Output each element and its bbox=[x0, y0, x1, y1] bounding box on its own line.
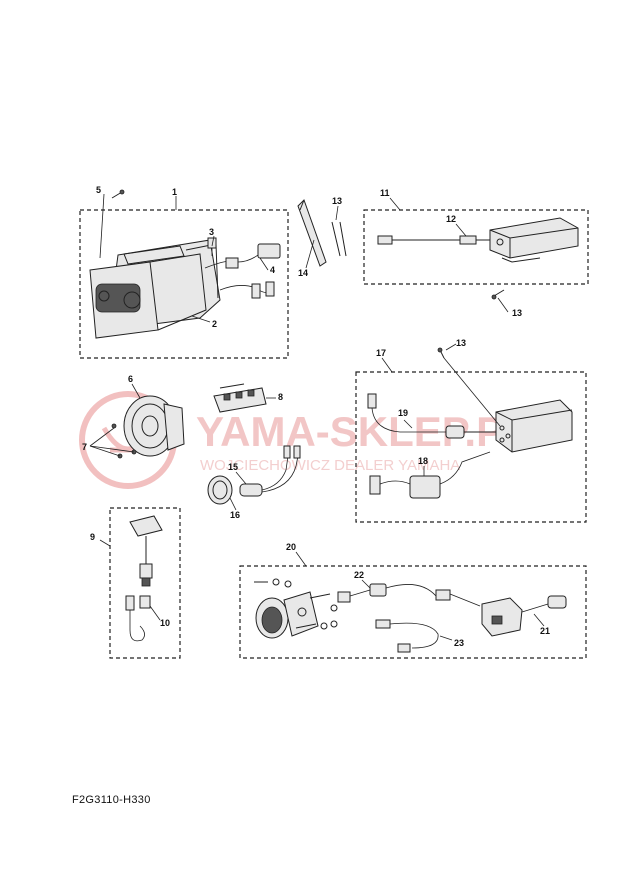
callout-21: 21 bbox=[540, 626, 550, 636]
screw-5[interactable] bbox=[111, 189, 125, 199]
group-17-box bbox=[355, 371, 587, 523]
callout-5: 5 bbox=[96, 185, 101, 195]
callout-9: 9 bbox=[90, 532, 95, 542]
remote-unit-11[interactable] bbox=[489, 217, 579, 263]
bracket-14[interactable] bbox=[297, 199, 347, 267]
antenna-9[interactable] bbox=[129, 515, 163, 587]
callout-11: 11 bbox=[380, 188, 390, 198]
cable-10[interactable] bbox=[125, 595, 151, 642]
callout-6: 6 bbox=[128, 374, 133, 384]
cable-22[interactable] bbox=[337, 583, 481, 607]
callout-19: 19 bbox=[398, 408, 408, 418]
wire-harness[interactable] bbox=[204, 243, 281, 299]
fasteners-20[interactable] bbox=[254, 578, 338, 630]
control-knob-20[interactable] bbox=[255, 591, 319, 639]
connector-3[interactable] bbox=[207, 237, 217, 256]
callout-22: 22 bbox=[354, 570, 364, 580]
callout-16: 16 bbox=[230, 510, 240, 520]
callout-10: 10 bbox=[160, 618, 170, 628]
group-1-box bbox=[79, 209, 289, 359]
callout-23: 23 bbox=[454, 638, 464, 648]
callout-14: 14 bbox=[298, 268, 308, 278]
callout-4: 4 bbox=[270, 265, 275, 275]
callout-15: 15 bbox=[228, 462, 238, 472]
callout-7: 7 bbox=[82, 442, 87, 452]
callout-17: 17 bbox=[376, 348, 386, 358]
callout-2: 2 bbox=[212, 319, 217, 329]
cable-19[interactable] bbox=[367, 393, 496, 439]
callout-20: 20 bbox=[286, 542, 296, 552]
callout-3: 3 bbox=[209, 227, 214, 237]
watermark-subtitle: WOJCIECHOWICZ DEALER YAMAHA bbox=[200, 457, 460, 474]
gauge-15[interactable] bbox=[207, 445, 301, 505]
callout-18: 18 bbox=[418, 456, 428, 466]
stereo-unit[interactable] bbox=[89, 239, 221, 339]
callout-12: 12 bbox=[446, 214, 456, 224]
group-20-box bbox=[239, 565, 587, 659]
callout-13-c: 13 bbox=[456, 338, 466, 348]
screw-13-b[interactable] bbox=[491, 289, 505, 300]
callout-13-b: 13 bbox=[512, 308, 522, 318]
callout-13-a: 13 bbox=[332, 196, 342, 206]
callout-1: 1 bbox=[172, 187, 177, 197]
module-18[interactable] bbox=[369, 451, 491, 499]
cable-23[interactable] bbox=[375, 619, 439, 653]
speaker-6[interactable] bbox=[123, 395, 185, 457]
switch-panel-8[interactable] bbox=[213, 383, 267, 413]
junction-box-21[interactable] bbox=[481, 595, 567, 637]
diagram-code: F2G3110-H330 bbox=[72, 794, 151, 806]
cable-12[interactable] bbox=[377, 235, 490, 245]
amplifier-17[interactable] bbox=[495, 399, 573, 453]
screw-13-c[interactable] bbox=[437, 347, 501, 427]
group-11-box bbox=[363, 209, 589, 285]
group-9-box bbox=[109, 507, 181, 659]
callout-8: 8 bbox=[278, 392, 283, 402]
